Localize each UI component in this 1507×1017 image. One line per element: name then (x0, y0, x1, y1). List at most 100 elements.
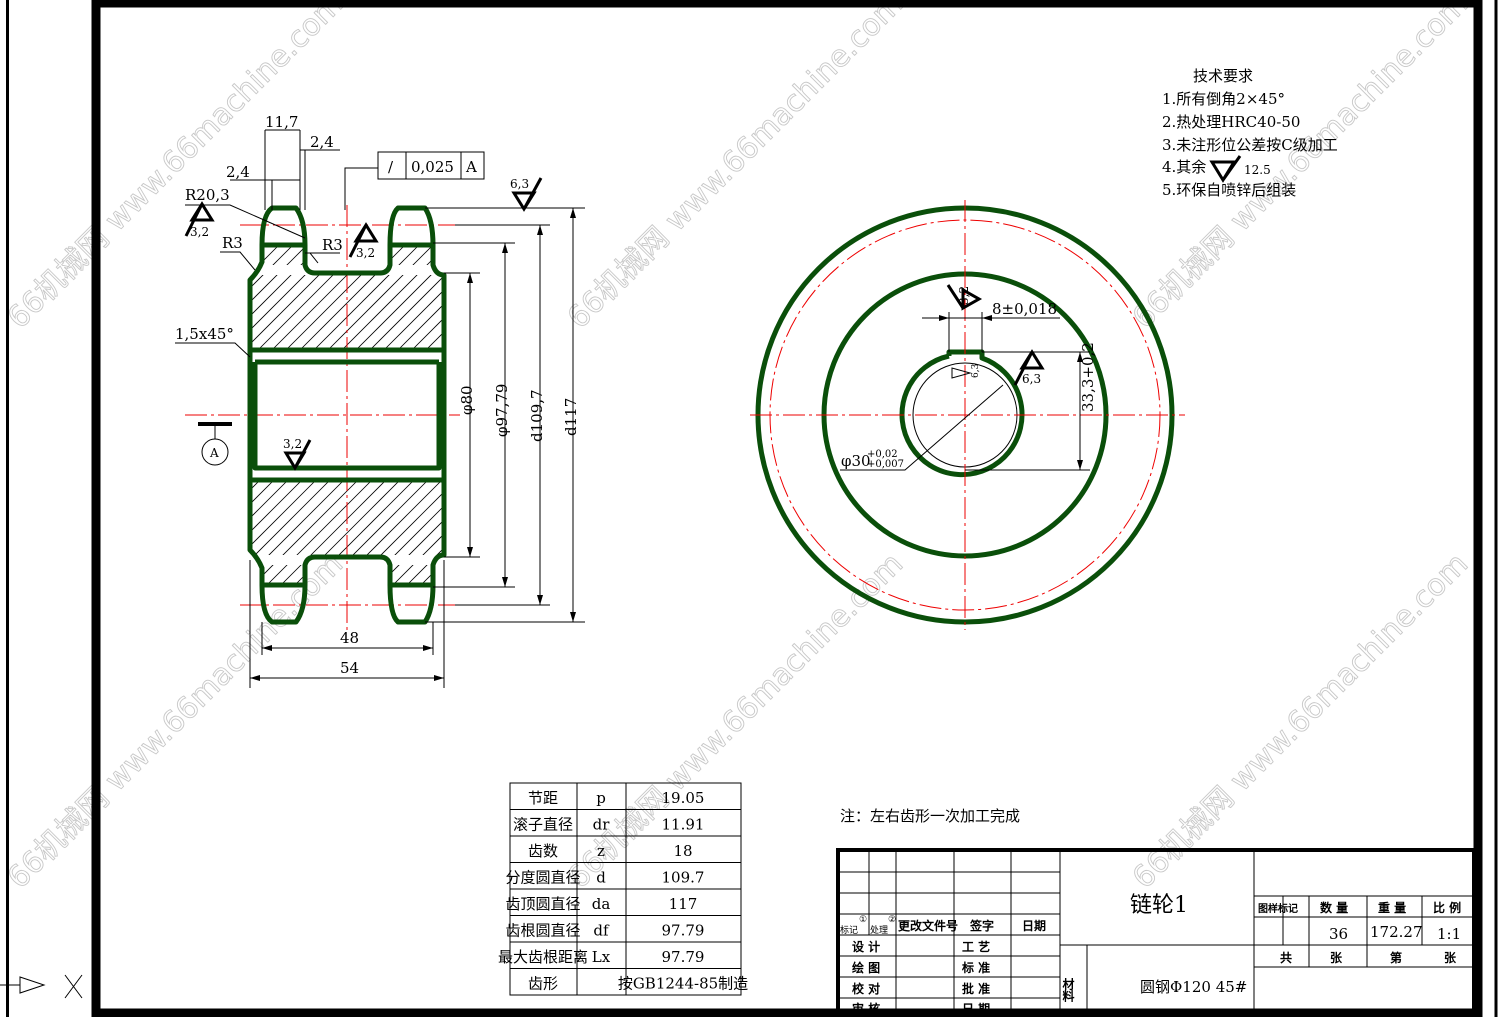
roughness-symbol-icon (951, 367, 972, 379)
radius-r3: R3 (222, 234, 243, 252)
hatch-line (250, 480, 280, 585)
hatch-line (250, 245, 390, 350)
radius-r20: R20,3 (185, 186, 230, 204)
hatch-line (458, 475, 573, 590)
quantity-value: 36 (1329, 925, 1348, 943)
watermarks: 66机械网 www.66machine.com 66机械网 www.66mach… (0, 0, 1475, 896)
dim-2-4: 2,4 (226, 163, 250, 181)
hatch-line (401, 245, 444, 350)
roughness-symbol-icon (511, 177, 543, 212)
datum-label: A (209, 446, 219, 460)
hatch-line (359, 245, 444, 350)
roughness-symbol-icon (283, 439, 312, 471)
roughness-symbol-icon (184, 201, 215, 237)
dim-54: 54 (340, 659, 359, 677)
table-cell: z (597, 842, 605, 860)
bore-diameter: φ30 (841, 452, 871, 470)
hatch-line (443, 480, 444, 585)
hatch-line (429, 245, 444, 350)
table-cell: 109.7 (662, 869, 705, 887)
material-value: 圆钢Φ120 45# (1140, 978, 1247, 996)
tech-requirements: 技术要求 1.所有倒角2×45° 2.热处理HRC40-50 3.未注形位公差按… (1162, 67, 1338, 199)
hatch-line (261, 245, 418, 350)
table-cell: 18 (673, 842, 692, 860)
hatch-line (250, 245, 348, 350)
role-label: 标 准 (961, 960, 990, 975)
rev-header: 日期 (1022, 918, 1046, 933)
datum-a-symbol: A (198, 422, 232, 466)
rev-header: 处理 (870, 924, 888, 936)
section-view: φ80 φ97,79 d109,7 d117 48 54 11,7 2,4 2,… (175, 113, 587, 688)
runout-symbol: / (388, 158, 394, 176)
hatch-line (250, 480, 364, 585)
table-cell: 最大齿根距离 (498, 948, 588, 966)
hatch-line (472, 475, 587, 590)
hatch-line (275, 480, 392, 585)
table-cell: 节距 (528, 789, 558, 807)
hatch-line (345, 245, 444, 350)
table-cell: d (596, 869, 606, 887)
hatch-line (373, 245, 444, 350)
table-cell: 齿顶圆直径 (505, 895, 580, 913)
role-label: 绘 图 (852, 960, 880, 975)
hatch-line (275, 245, 432, 350)
role-label: 设 计 (852, 939, 880, 954)
rev-circle: ① (859, 915, 867, 925)
runout-datum: A (465, 158, 477, 176)
role-label: 审 核 (852, 1001, 880, 1016)
roughness-symbol-icon (1013, 349, 1045, 386)
tech-title: 技术要求 (1193, 67, 1253, 85)
part-name: 链轮1 (1130, 893, 1188, 918)
hatch-line (250, 480, 308, 585)
material-label: 材料 (1061, 977, 1075, 1003)
table-cell: 分度圆直径 (505, 869, 580, 887)
sheet-label: 张 (1444, 950, 1457, 965)
hatch-line (415, 245, 444, 350)
roughness-value: 6,3 (971, 363, 981, 378)
roughness-value: 3,2 (190, 225, 209, 239)
table-cell: 117 (669, 895, 698, 913)
table-cell: p (596, 789, 606, 807)
roughness-symbol-icon (946, 284, 983, 311)
watermark: 66机械网 www.66machine.com (1, 0, 350, 336)
radius-r3: R3 (322, 236, 343, 254)
dim-11-7: 11,7 (265, 113, 298, 131)
hatch-line (289, 245, 444, 350)
watermark: 66机械网 www.66machine.com (1, 546, 350, 895)
roughness-value: 3,2 (957, 286, 971, 305)
dim-phi80: φ80 (458, 385, 476, 415)
hatch-line (250, 245, 362, 350)
hatch-line (250, 480, 336, 585)
tech-item: 2.热处理HRC40-50 (1162, 113, 1300, 131)
dim-d109: d109,7 (528, 389, 546, 442)
table-cell: dr (593, 816, 611, 834)
chamfer-label: 1,5x45° (175, 325, 234, 343)
bore-tol-upper: +0,02 (867, 449, 898, 460)
dim-d117: d117 (562, 398, 580, 436)
table-cell: 齿形 (528, 975, 558, 993)
roughness-value: 6,3 (1022, 372, 1041, 386)
watermark: 66机械网 www.66machine.com (561, 546, 910, 895)
role-label: 工 艺 (962, 939, 990, 954)
roughness-symbol-icon (348, 222, 379, 258)
table-cell: 97.79 (662, 922, 705, 940)
note-text: 注：左右齿形一次加工完成 (840, 807, 1020, 825)
dim-phi97: φ97,79 (493, 384, 511, 437)
hatch-line (317, 245, 444, 350)
tech-item: 1.所有倒角2×45° (1162, 90, 1285, 108)
hatch-line (429, 480, 444, 585)
table-cell: 按GB1244-85制造 (618, 975, 748, 993)
hatch-line (331, 245, 444, 350)
table-cell: Lx (592, 948, 611, 966)
hatch-line (387, 480, 444, 585)
runout-tolerance-frame: / 0,025 A (377, 151, 485, 180)
header-scale: 比 例 (1433, 900, 1461, 915)
sheet-label: 第 (1390, 950, 1402, 965)
watermark: 66机械网 www.66machine.com (1126, 546, 1475, 895)
hatch-line (261, 480, 378, 585)
watermark: 66机械网 www.66machine.com (561, 0, 910, 336)
bore-tol-lower: +0,007 (867, 459, 904, 470)
tech-item: 5.环保自喷锌后组装 (1162, 181, 1296, 199)
